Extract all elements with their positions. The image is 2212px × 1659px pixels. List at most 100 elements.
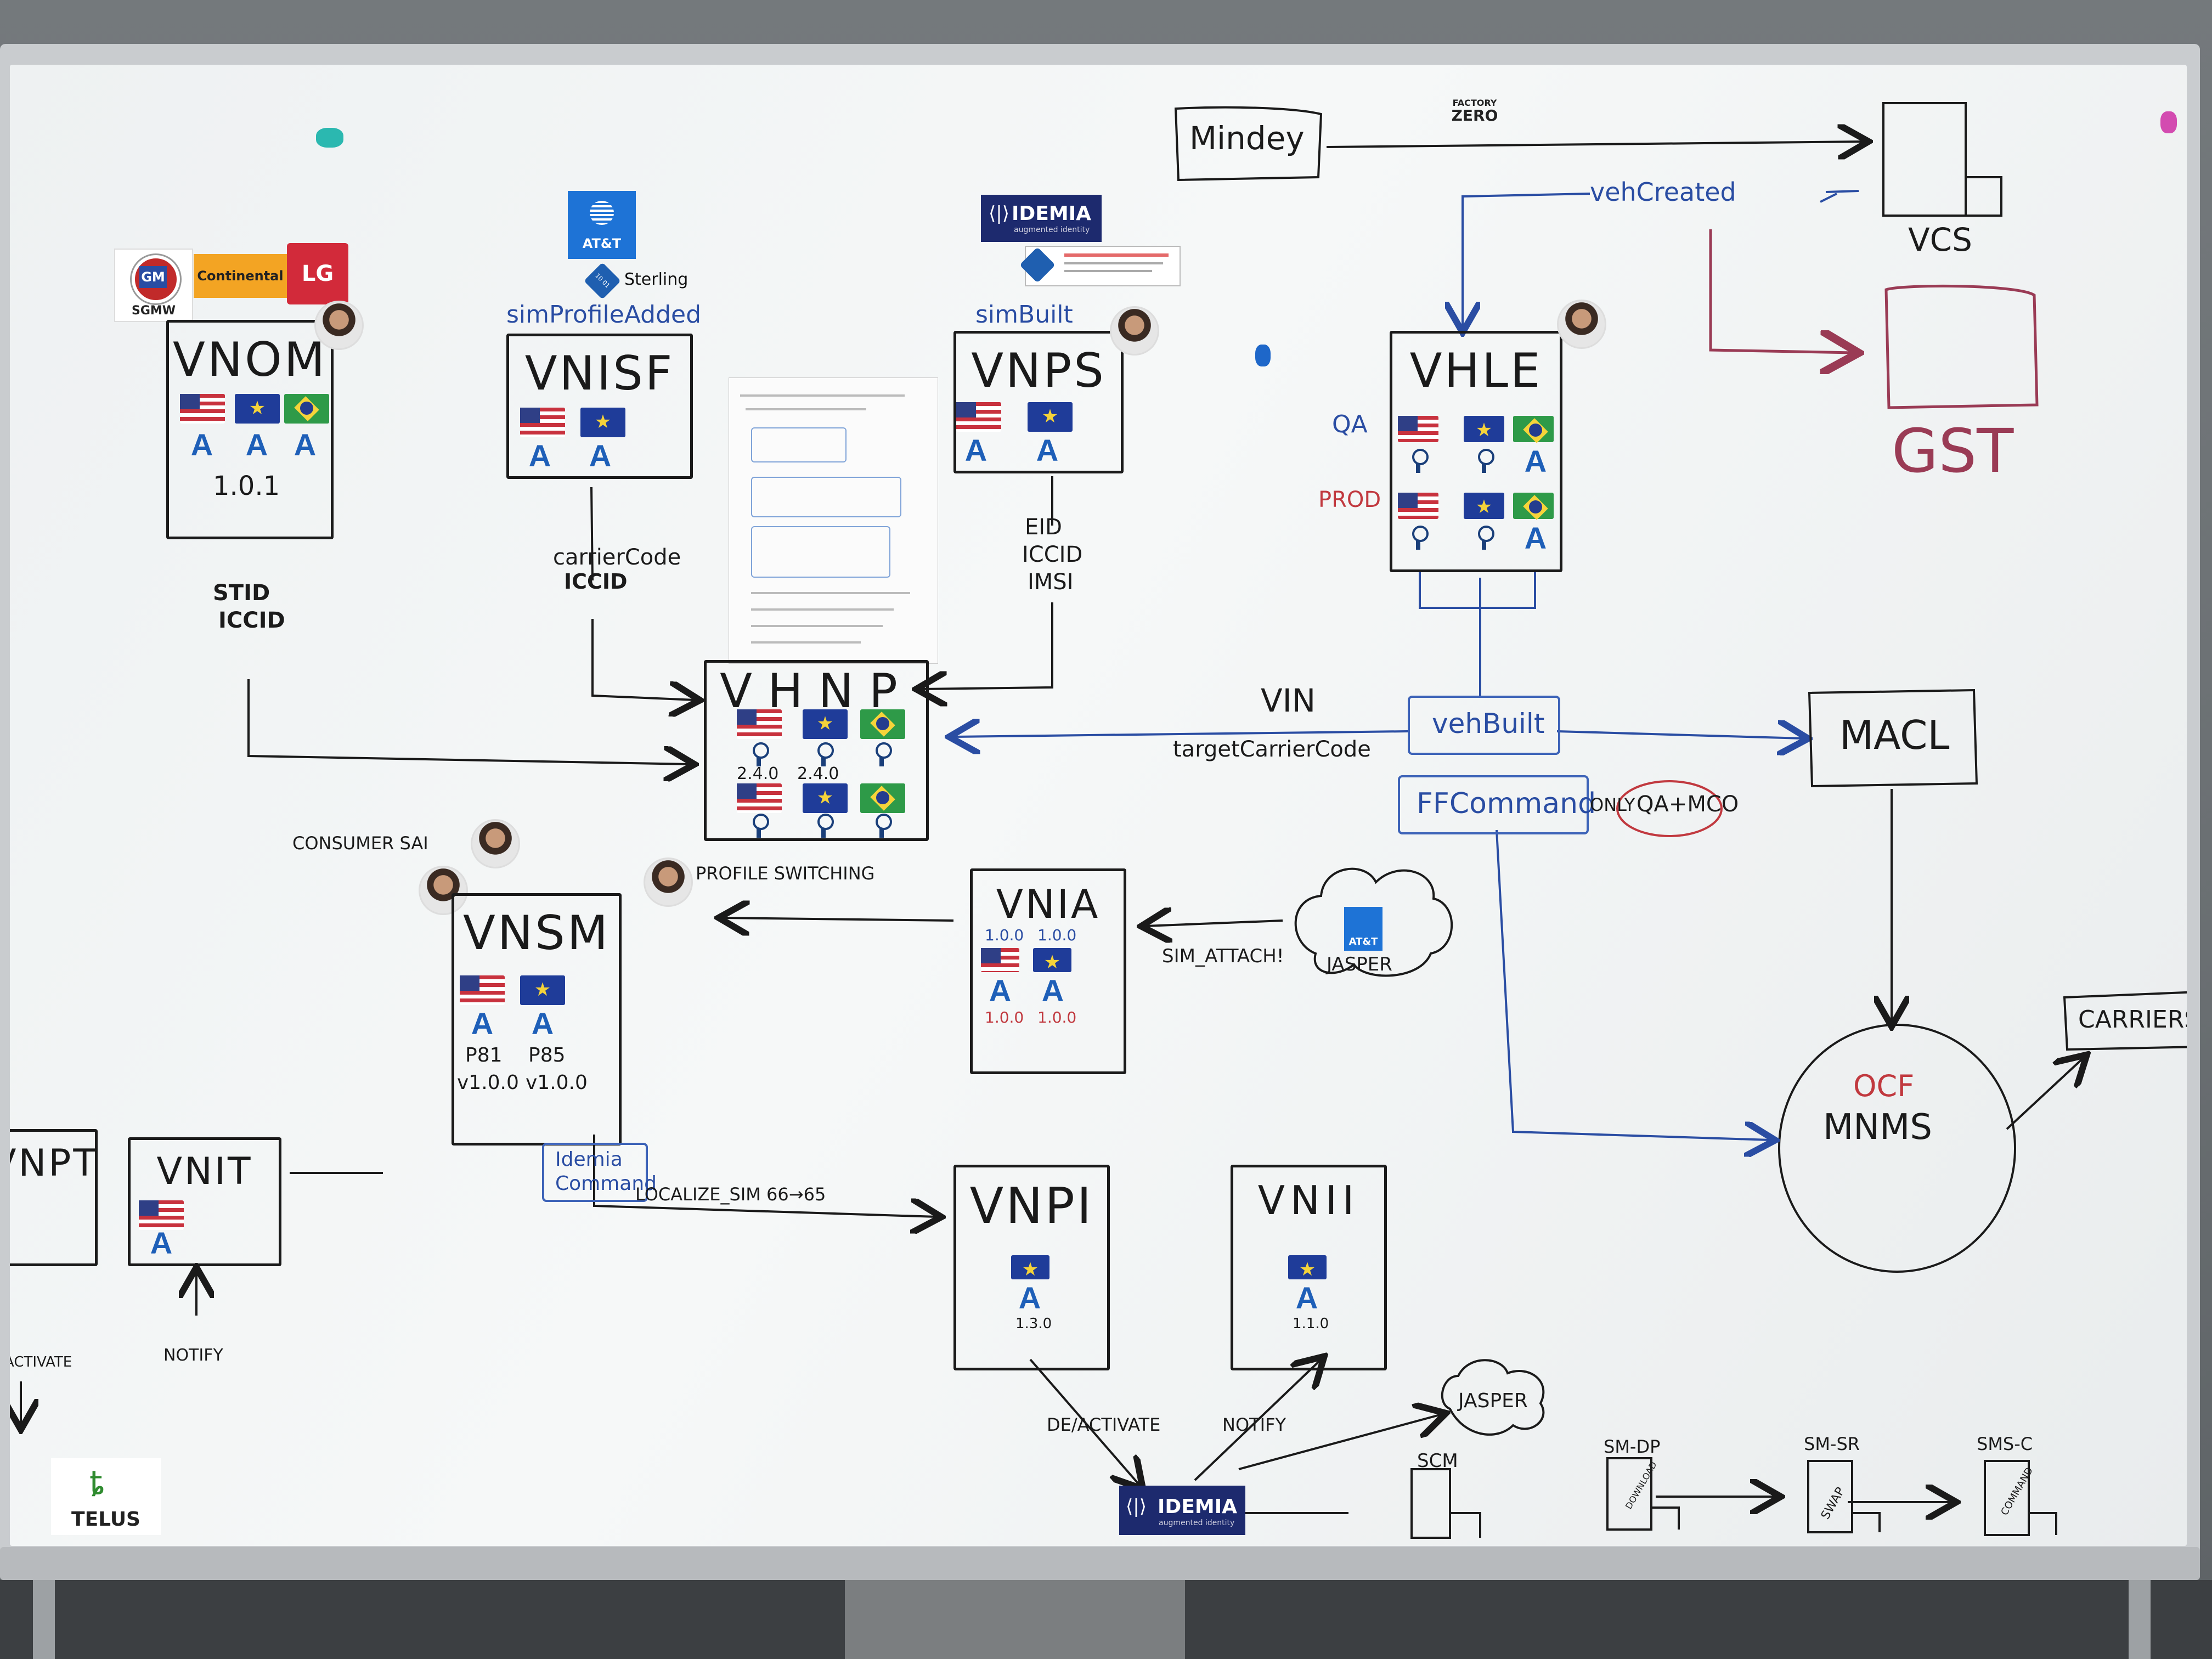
telus-label: TELUS (71, 1508, 140, 1531)
brazil-flag-icon (860, 709, 905, 739)
azure-icon: A (528, 438, 551, 473)
lightbulb-icon (814, 814, 834, 840)
target-carrier-code-label: targetCarrierCode (1173, 737, 1371, 762)
mnms-label: MNMS (1823, 1107, 1932, 1148)
edge-idemia-jasper (1238, 1414, 1442, 1470)
vnit-box: VNIT A (128, 1137, 281, 1266)
vnps-box: VNPS A A (953, 331, 1124, 473)
vnpi-box: VNPI A 1.3.0 (953, 1165, 1110, 1370)
brazil-flag-icon (860, 783, 905, 813)
iccid-label-right: ICCID (1022, 542, 1083, 567)
macl-box (1808, 689, 1978, 788)
iccid-label-left: ICCID (218, 608, 285, 633)
vnpi-version: 1.3.0 (1015, 1316, 1052, 1332)
scm-label: SCM (1417, 1450, 1458, 1472)
azure-icon: A (1041, 973, 1064, 1008)
idemia-command-line2: Command (555, 1172, 657, 1195)
lightbulb-icon (749, 814, 769, 840)
smdp-box (1606, 1457, 1680, 1531)
eu-flag-icon (1033, 948, 1071, 973)
edge-mnms-carriers (2006, 1058, 2084, 1130)
vnia-version-top-b: 1.0.0 (1037, 926, 1077, 944)
only-label: ONLY (1590, 794, 1635, 815)
connector-lines (10, 102, 2187, 1539)
sgmw-label: SGMW (131, 304, 176, 318)
brazil-flag-icon (284, 394, 329, 424)
vcs-label: VCS (1908, 221, 1972, 258)
veh-created-label: vehCreated (1590, 177, 1736, 207)
us-flag-icon (460, 975, 505, 1005)
us-flag-icon (139, 1200, 184, 1230)
floor (0, 1580, 2212, 1659)
carrier-code-label: carrierCode (553, 545, 681, 570)
sms-c-label: SMS-C (1977, 1434, 2033, 1454)
vnom-box: VNOM A A A 1.0.1 (166, 320, 334, 539)
vin-label: VIN (1261, 682, 1316, 719)
azure-icon: A (964, 433, 988, 467)
veh-built-event: vehBuilt (1408, 696, 1560, 755)
vhnp-version-1: 2.4.0 (737, 764, 779, 783)
edge-vehbuilt-vhnp (953, 731, 1408, 737)
pushpin-icon (1255, 345, 1271, 366)
jasper-label: JASPER (1327, 953, 1392, 975)
vnsm-box: VNSM A A P81 P85 v1.0.0 v1.0.0 (452, 893, 622, 1146)
vnpt-title: VNPT (10, 1142, 98, 1185)
gm-sgmw-logo: GM SGMW (114, 249, 193, 322)
idemia-command-event: Idemia Command (542, 1143, 657, 1202)
sterling-badge-icon-2 (1019, 247, 1056, 283)
factory-label: FACTORY (1452, 98, 1497, 108)
azure-icon: A (1295, 1280, 1318, 1315)
notify-left-label: NOTIFY (163, 1346, 223, 1365)
vnpt-box: VNPT (10, 1129, 98, 1266)
vhle-qa-label: QA (1332, 410, 1368, 438)
us-flag-icon (1398, 416, 1438, 442)
azure-icon: A (1524, 521, 1547, 555)
edge-vhle-arrow-back (1820, 193, 1837, 203)
vnia-version-bot-b: 1.0.0 (1037, 1008, 1077, 1026)
continental-logo: Continental (194, 254, 287, 298)
att-logo: AT&T (568, 191, 636, 259)
mnms-tag: OCF (1853, 1069, 1915, 1103)
mindey-box (1174, 106, 1323, 182)
lg-label: LG (301, 261, 334, 286)
edge-vnpi-idemia (1029, 1358, 1140, 1486)
telus-mark-icon: ȶ (89, 1464, 105, 1502)
avatar (1110, 306, 1159, 356)
azure-icon: A (531, 1006, 554, 1041)
activate-left-label: ACTIVATE (10, 1354, 72, 1370)
ff-command-label: FFCommand (1417, 787, 1596, 820)
imsi-label: IMSI (1028, 569, 1074, 595)
telus-logo: ȶ TELUS (51, 1458, 161, 1535)
edge-vnisf-vhnp (590, 487, 696, 700)
vnsm-version-b: v1.0.0 (526, 1071, 588, 1094)
zero-label: ZERO (1451, 106, 1498, 125)
azure-icon: A (294, 427, 317, 462)
vnii-version: 1.1.0 (1293, 1316, 1329, 1332)
us-flag-icon (1398, 493, 1438, 519)
vnisf-event-label: simProfileAdded (506, 301, 702, 329)
edge-vcs-gst (1709, 229, 1853, 353)
idemia-logo-bottom: ⟨|⟩ IDEMIA augmented identity (1119, 1486, 1245, 1535)
edge-vnom-vhnp (247, 679, 690, 764)
us-flag-icon (737, 709, 782, 739)
lightbulb-icon (1409, 449, 1429, 475)
jasper-cloud-top (1294, 867, 1453, 977)
jasper-bottom-label: JASPER (1458, 1390, 1528, 1412)
localize-sim-label: LOCALIZE_SIM 66→65 (635, 1184, 826, 1205)
eu-flag-icon (1464, 416, 1504, 442)
pushpin-icon (2160, 111, 2177, 133)
idemia-bottom-tagline: augmented identity (1159, 1519, 1235, 1527)
profile-switching-label: PROFILE SWITCHING (696, 863, 875, 884)
vnom-version: 1.0.1 (213, 471, 280, 501)
lightbulb-icon (1409, 526, 1429, 552)
brazil-flag-icon (1513, 416, 1554, 442)
avatar (419, 866, 468, 915)
edge-ffcommand-mnms (1496, 830, 1771, 1140)
vhle-box: VHLE A A (1390, 331, 1562, 572)
vnom-title: VNOM (172, 332, 328, 387)
vnia-version-bot-a: 1.0.0 (985, 1008, 1024, 1026)
eu-flag-icon (1288, 1255, 1327, 1280)
azure-icon: A (245, 427, 268, 462)
idemia-label: IDEMIA (1012, 202, 1091, 225)
eu-flag-icon (1011, 1255, 1049, 1280)
